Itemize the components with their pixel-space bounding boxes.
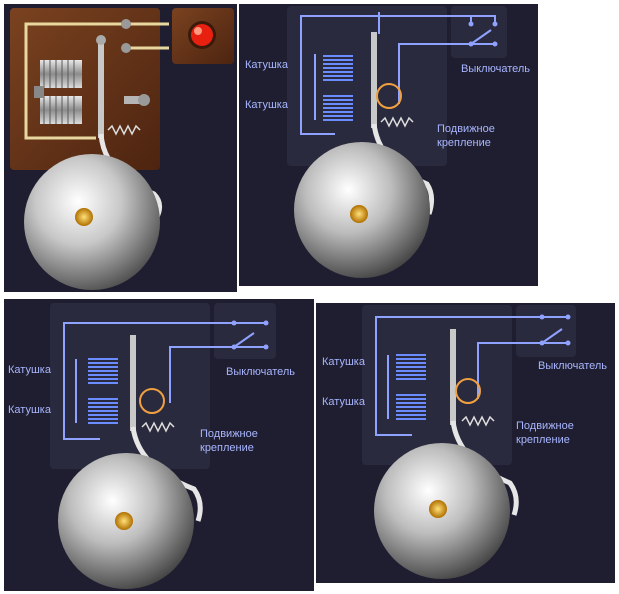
bell-circuit-diagram: Катушка Катушка Выключатель Подвижное кр… [8, 303, 295, 589]
diagram-panel-1: Катушка Катушка Выключатель Подвижное кр… [239, 4, 538, 286]
realistic-bell-illustration [10, 8, 234, 290]
coil-label-bottom: Катушка [245, 99, 289, 111]
coil-bottom [40, 96, 82, 124]
switch-label: Выключатель [226, 366, 295, 378]
coil-label-top: Катушка [8, 364, 52, 376]
bell-dome [75, 208, 93, 226]
coil-label-bottom: Катушка [8, 404, 52, 416]
switch-label: Выключатель [538, 360, 607, 372]
diagram-panel-3: Катушка Катушка Выключатель Подвижное кр… [316, 303, 615, 583]
mount-label-line1: Подвижное [516, 420, 574, 432]
wooden-board [10, 8, 160, 170]
mount-label-line1: Подвижное [437, 123, 495, 135]
contact-highlight-ring [376, 83, 402, 109]
bell-dome [350, 205, 368, 223]
bell-circuit-diagram: Катушка Катушка Выключатель Подвижное кр… [245, 6, 530, 278]
contact-highlight-ring [455, 378, 481, 404]
realistic-bell-panel [4, 4, 237, 292]
mount-label-line1: Подвижное [200, 428, 258, 440]
bell-dome [429, 500, 447, 518]
diagram-panel-2: Катушка Катушка Выключатель Подвижное кр… [4, 299, 314, 591]
coil-top [40, 60, 82, 88]
coil-label-bottom: Катушка [322, 396, 366, 408]
mount-label-line2: крепление [437, 137, 491, 149]
coil-label-top: Катушка [322, 356, 366, 368]
mount-label-line2: крепление [200, 442, 254, 454]
contact-highlight-ring [139, 388, 165, 414]
coil-label-top: Катушка [245, 59, 289, 71]
bell-dome [115, 512, 133, 530]
switch-label: Выключатель [461, 63, 530, 75]
bell-circuit-diagram: Катушка Катушка Выключатель Подвижное кр… [322, 305, 607, 579]
bell [24, 154, 160, 290]
mount-label-line2: крепление [516, 434, 570, 446]
